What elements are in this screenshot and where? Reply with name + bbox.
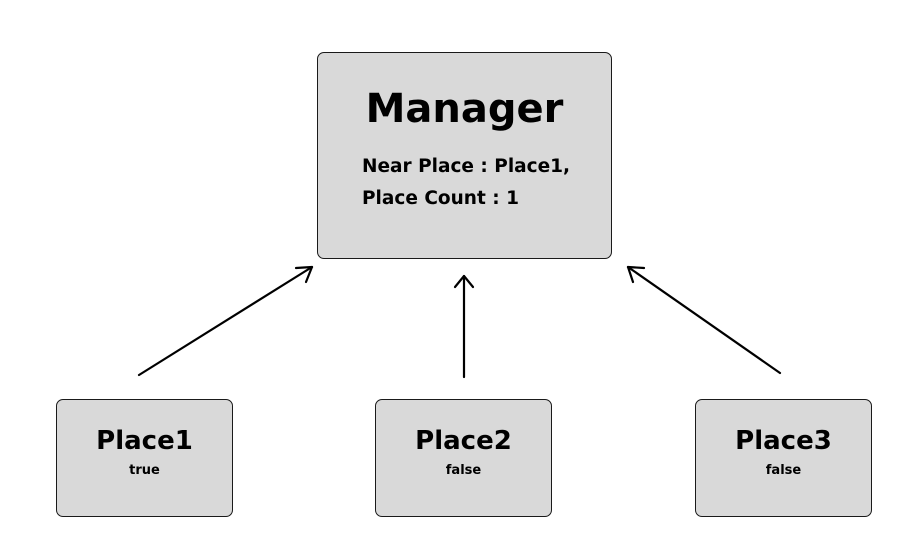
manager-title: Manager [365, 86, 564, 132]
arrow-place1-to-manager [137, 265, 314, 377]
manager-box: Manager Near Place : Place1, Place Count… [317, 52, 612, 259]
manager-near-place: Near Place : Place1, [362, 156, 571, 177]
place3-status: false [765, 463, 802, 478]
place1-box: Place1 true [56, 399, 233, 517]
place2-box: Place2 false [375, 399, 552, 517]
place1-status: true [129, 463, 160, 478]
manager-place-count: Place Count : 1 [362, 188, 519, 209]
arrow-place3-to-manager [626, 265, 782, 375]
place1-name: Place1 [96, 426, 193, 456]
place3-box: Place3 false [695, 399, 872, 517]
place2-status: false [445, 463, 482, 478]
arrow-place2-to-manager [453, 274, 475, 379]
place3-name: Place3 [735, 426, 832, 456]
place2-name: Place2 [415, 426, 512, 456]
